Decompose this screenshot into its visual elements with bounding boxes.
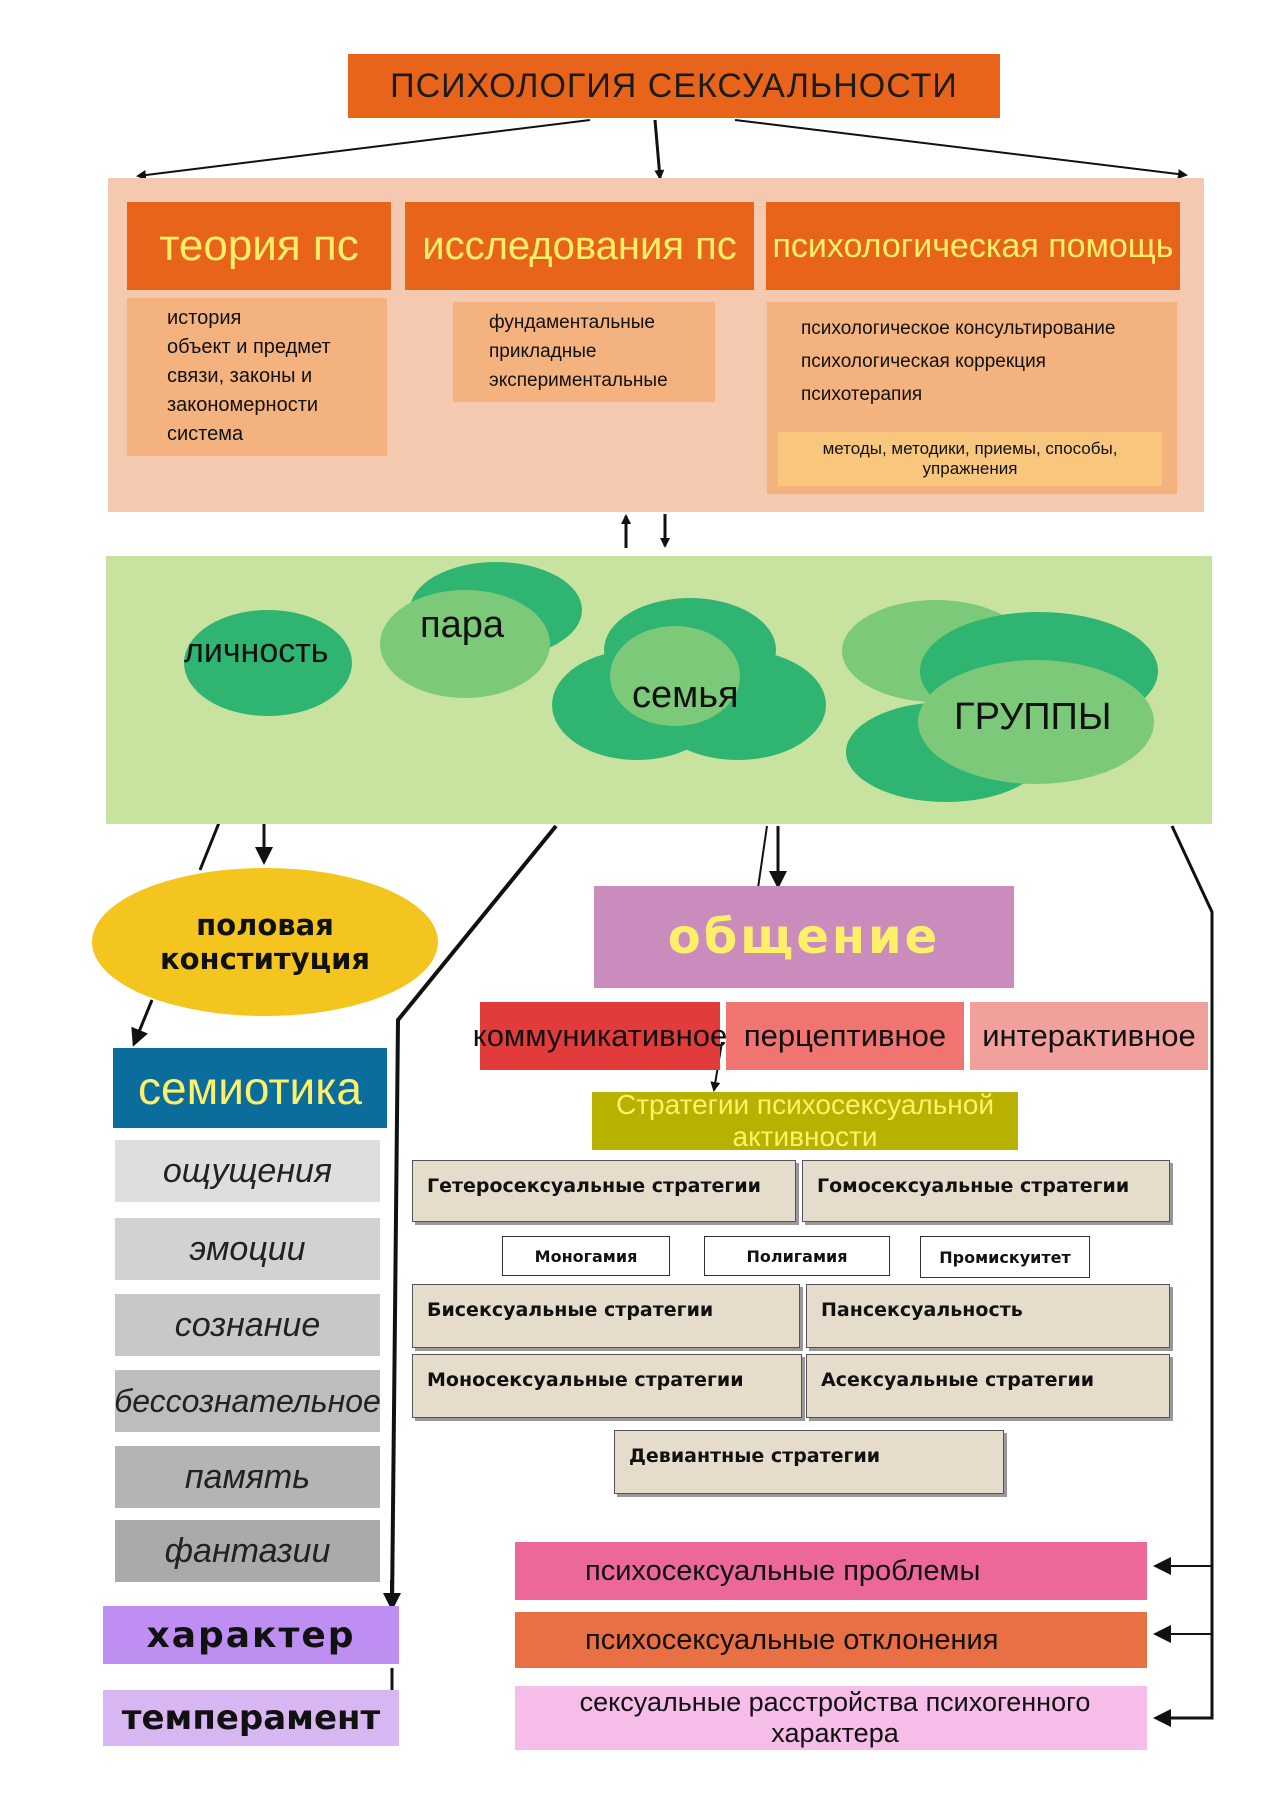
theory-item: связи, законы и <box>167 365 313 387</box>
pair-label: пара <box>420 604 504 646</box>
promiscuity-box: Промискуитет <box>920 1236 1090 1278</box>
monogamy-box: Моногамия <box>502 1236 670 1276</box>
theory-item: закономерности <box>167 394 319 416</box>
aspect-perceptive: перцептивное <box>726 1002 964 1070</box>
theory-item: система <box>167 423 244 445</box>
personality-label: личность <box>184 632 329 670</box>
communication-heading: общение <box>594 886 1014 988</box>
pan-strategies: Пансексуальность <box>806 1284 1170 1348</box>
semiotics-item: фантазии <box>115 1520 380 1582</box>
semiotics-item: сознание <box>115 1294 380 1356</box>
homo-strategies: Гомосексуальные стратегии <box>802 1160 1170 1222</box>
research-heading: исследования пс <box>405 202 754 290</box>
family-oval-front <box>610 626 740 726</box>
outcome-disorders: сексуальные расстройства психогенного ха… <box>515 1686 1147 1750</box>
mono-strategies: Моносексуальные стратегии <box>412 1354 802 1418</box>
help-item: психотерапия <box>801 384 923 405</box>
polygamy-box: Полигамия <box>704 1236 890 1276</box>
personality-oval <box>184 610 352 716</box>
outcome-deviations: психосексуальные отклонения <box>515 1612 1147 1668</box>
constitution-oval: половая конституция <box>92 868 438 1016</box>
semiotics-item: память <box>115 1446 380 1508</box>
character-box: характер <box>103 1606 399 1664</box>
hetero-strategies: Гетеросексуальные стратегии <box>412 1160 796 1222</box>
theory-items: история объект и предмет связи, законы и… <box>127 298 387 456</box>
strategies-heading: Стратегии психосексуальной активности <box>592 1089 1018 1152</box>
semiotics-item: эмоции <box>115 1218 380 1280</box>
semiotics-item: бессознательное <box>114 1370 381 1432</box>
groups-oval-front <box>918 660 1154 784</box>
semiotics-heading: семиотика <box>113 1048 387 1128</box>
theory-item: история <box>167 307 242 329</box>
aspect-interactive: интерактивное <box>970 1002 1208 1070</box>
constitution-line-2: конституция <box>159 942 371 976</box>
page-title: ПСИХОЛОГИЯ СЕКСУАЛЬНОСТИ <box>348 54 1000 118</box>
deviant-strategies: Девиантные стратегии <box>614 1430 1004 1494</box>
help-methods-text: методы, методики, приемы, способы, упраж… <box>822 439 1118 478</box>
family-label: семья <box>632 674 739 716</box>
research-item: фундаментальные <box>489 312 655 333</box>
asexual-strategies: Асексуальные стратегии <box>806 1354 1170 1418</box>
research-item: прикладные <box>489 341 597 362</box>
research-items: фундаментальные прикладные экспериментал… <box>453 302 715 402</box>
aspect-communicative: коммуникативное <box>473 1002 727 1070</box>
outcome-problems: психосексуальные проблемы <box>515 1542 1147 1600</box>
help-item: психологическая коррекция <box>801 351 1046 372</box>
theory-item: объект и предмет <box>167 336 331 358</box>
help-heading: психологическая помощь <box>766 202 1180 290</box>
pair-oval-front <box>380 590 550 698</box>
temperament-box: темперамент <box>103 1690 399 1746</box>
groups-label: ГРУППЫ <box>954 696 1112 738</box>
page-title-text: ПСИХОЛОГИЯ СЕКСУАЛЬНОСТИ <box>390 66 958 105</box>
constitution-line-1: половая <box>196 908 334 942</box>
help-item: психологическое консультирование <box>801 318 1116 339</box>
help-methods-box: методы, методики, приемы, способы, упраж… <box>778 432 1162 486</box>
bi-strategies: Бисексуальные стратегии <box>412 1284 800 1348</box>
research-item: экспериментальные <box>489 370 668 391</box>
theory-heading: теория пс <box>127 202 391 290</box>
semiotics-item: ощущения <box>115 1140 380 1202</box>
